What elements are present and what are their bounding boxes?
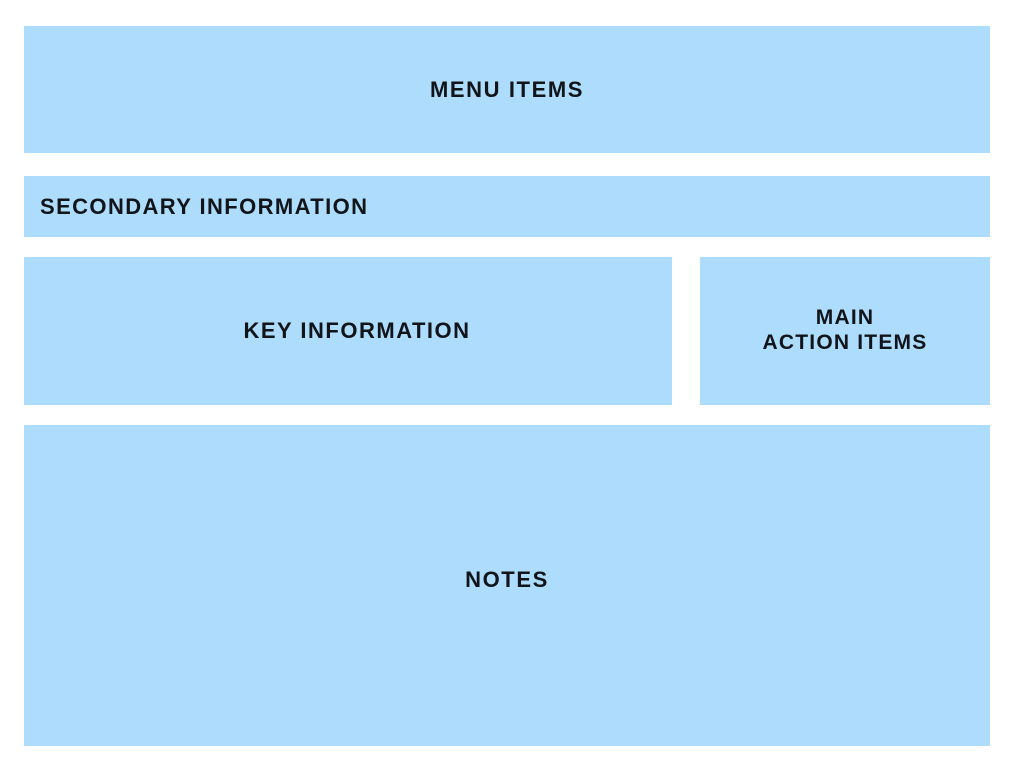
secondary-information-label: SECONDARY INFORMATION — [40, 193, 369, 219]
menu-items-label: MENU ITEMS — [429, 76, 585, 102]
notes-label: NOTES — [465, 567, 549, 592]
main-action-items-label: MAIN ACTION ITEMS — [762, 306, 928, 354]
main-action-items-region[interactable]: MAIN ACTION ITEMS — [700, 257, 990, 405]
menu-items-region[interactable]: MENU ITEMS — [24, 26, 990, 153]
notes-region[interactable]: NOTES — [24, 425, 990, 746]
key-information-region[interactable]: KEY INFORMATION — [24, 257, 672, 405]
key-information-label: KEY INFORMATION — [243, 318, 471, 344]
secondary-information-region[interactable]: SECONDARY INFORMATION — [24, 176, 990, 237]
